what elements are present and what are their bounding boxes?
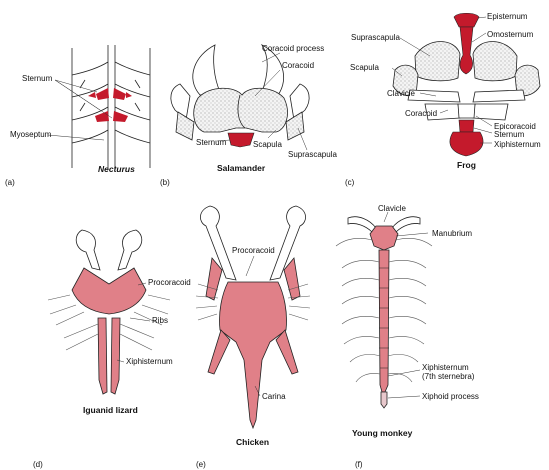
label-xiphisternum-f: Xiphisternum — [422, 363, 469, 372]
letter-f: (f) — [355, 460, 363, 469]
salamander-sternum — [228, 133, 254, 147]
label-suprascapula-b: Suprascapula — [288, 150, 337, 159]
label-scapula-b: Scapula — [253, 140, 282, 149]
letter-c: (c) — [345, 178, 354, 187]
label-sternum-b: Sternum — [196, 138, 226, 147]
label-procoracoid-d: Procoracoid — [148, 278, 191, 287]
label-xiphisternum-c: Xiphisternum — [494, 140, 541, 149]
label-manubrium: Manubrium — [432, 229, 472, 238]
letter-d: (d) — [33, 460, 43, 469]
letter-a: (a) — [5, 178, 15, 187]
label-suprascapula-c: Suprascapula — [351, 33, 400, 42]
title-necturus: Necturus — [98, 164, 135, 174]
label-seventh-sternebra: (7th sternebra) — [422, 372, 474, 381]
title-frog: Frog — [457, 160, 476, 170]
label-clavicle-f: Clavicle — [378, 204, 406, 213]
chicken-drawing — [200, 206, 305, 428]
label-procoracoid-e: Procoracoid — [232, 246, 275, 255]
label-coracoid-c: Coracoid — [405, 109, 437, 118]
label-sternum-c: Sternum — [494, 130, 524, 139]
label-xiphisternum-d: Xiphisternum — [126, 357, 173, 366]
label-clavicle-c: Clavicle — [387, 89, 415, 98]
title-salamander: Salamander — [217, 163, 265, 173]
label-coracoid-process: Coracoid process — [262, 44, 324, 53]
label-sternum-a: Sternum — [22, 74, 52, 83]
letter-e: (e) — [196, 460, 206, 469]
salamander-drawing — [171, 45, 309, 140]
letter-b: (b) — [160, 178, 170, 187]
label-scapula-c: Scapula — [350, 63, 379, 72]
title-chicken: Chicken — [236, 437, 269, 447]
necturus-drawing — [72, 45, 150, 168]
label-ribs-d: Ribs — [152, 316, 168, 325]
title-young-monkey: Young monkey — [352, 428, 412, 438]
label-xiphoid-process: Xiphoid process — [422, 392, 479, 401]
frog-sternal-elements — [450, 13, 483, 156]
label-myoseptum: Myoseptum — [10, 130, 51, 139]
iguanid-lizard-drawing — [72, 230, 146, 394]
label-omosternum: Omosternum — [487, 30, 533, 39]
title-iguanid-lizard: Iguanid lizard — [83, 405, 138, 415]
young-monkey-drawing — [348, 217, 420, 408]
label-episternum: Episternum — [487, 12, 527, 21]
label-coracoid-b: Coracoid — [282, 61, 314, 70]
label-carina: Carina — [262, 392, 286, 401]
